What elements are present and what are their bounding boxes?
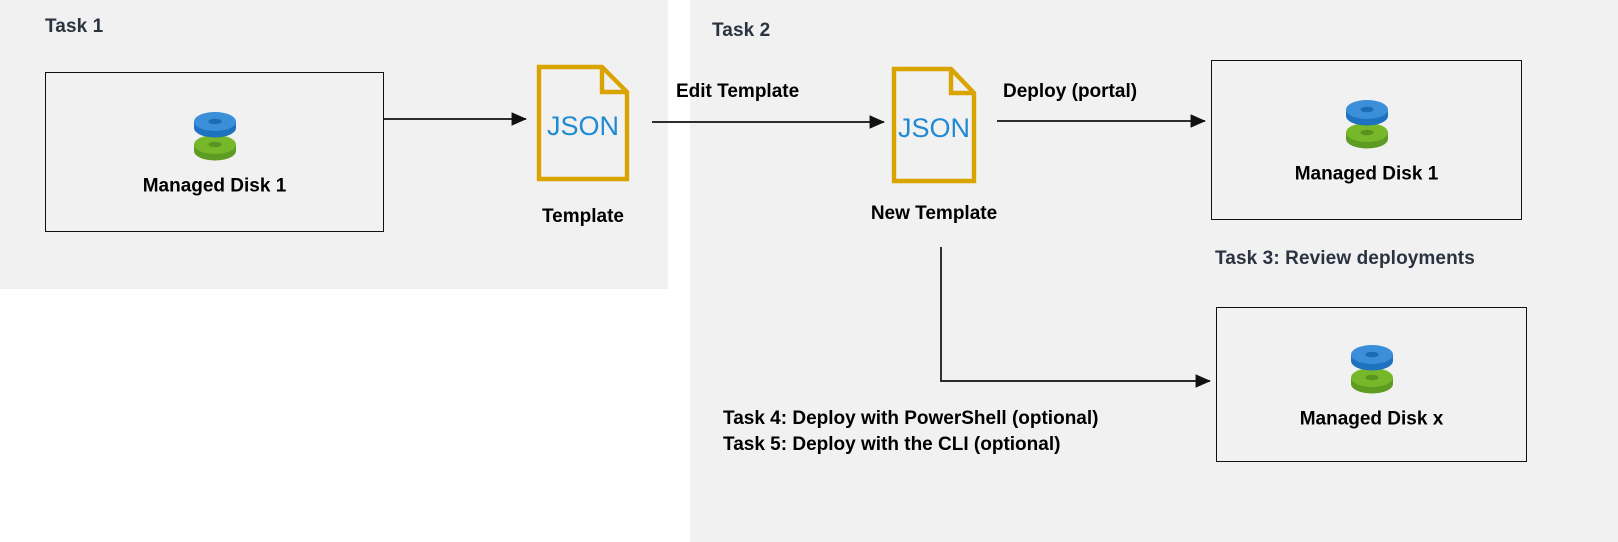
- managed-disk-1-caption: Managed Disk 1: [142, 175, 287, 197]
- svg-text:JSON: JSON: [547, 111, 619, 141]
- svg-text:JSON: JSON: [898, 113, 970, 143]
- deploy-portal-edge-label: Deploy (portal): [1003, 81, 1138, 102]
- task2-label: Task 2: [712, 20, 771, 41]
- managed-disk-icon: [1344, 339, 1400, 397]
- task45-notes: Task 4: Deploy with PowerShell (optional…: [723, 406, 1098, 458]
- managed-disk-1-deployed-caption: Managed Disk 1: [1294, 163, 1439, 185]
- managed-disk-x-box[interactable]: Managed Disk x: [1216, 307, 1527, 462]
- template-json-icon[interactable]: JSON: [536, 64, 630, 182]
- managed-disk-1-box-source[interactable]: Managed Disk 1: [45, 72, 384, 232]
- managed-disk-icon: [1339, 95, 1395, 153]
- edit-template-edge-label: Edit Template: [676, 81, 800, 102]
- managed-disk-icon: [187, 107, 243, 165]
- managed-disk-x-content: Managed Disk x: [1217, 339, 1526, 430]
- managed-disk-1-deployed-content: Managed Disk 1: [1212, 95, 1521, 186]
- new-template-json-icon[interactable]: JSON: [891, 66, 977, 184]
- managed-disk-1-box-deployed[interactable]: Managed Disk 1: [1211, 60, 1522, 220]
- task5-note: Task 5: Deploy with the CLI (optional): [723, 434, 1061, 456]
- managed-disk-1-box-content: Managed Disk 1: [46, 107, 383, 198]
- task1-label: Task 1: [45, 16, 104, 37]
- task4-note: Task 4: Deploy with PowerShell (optional…: [723, 408, 1099, 429]
- managed-disk-x-caption: Managed Disk x: [1299, 408, 1444, 429]
- new-template-caption: New Template: [870, 203, 998, 224]
- task3-label: Task 3: Review deployments: [1215, 248, 1475, 269]
- template-caption: Template: [541, 206, 624, 227]
